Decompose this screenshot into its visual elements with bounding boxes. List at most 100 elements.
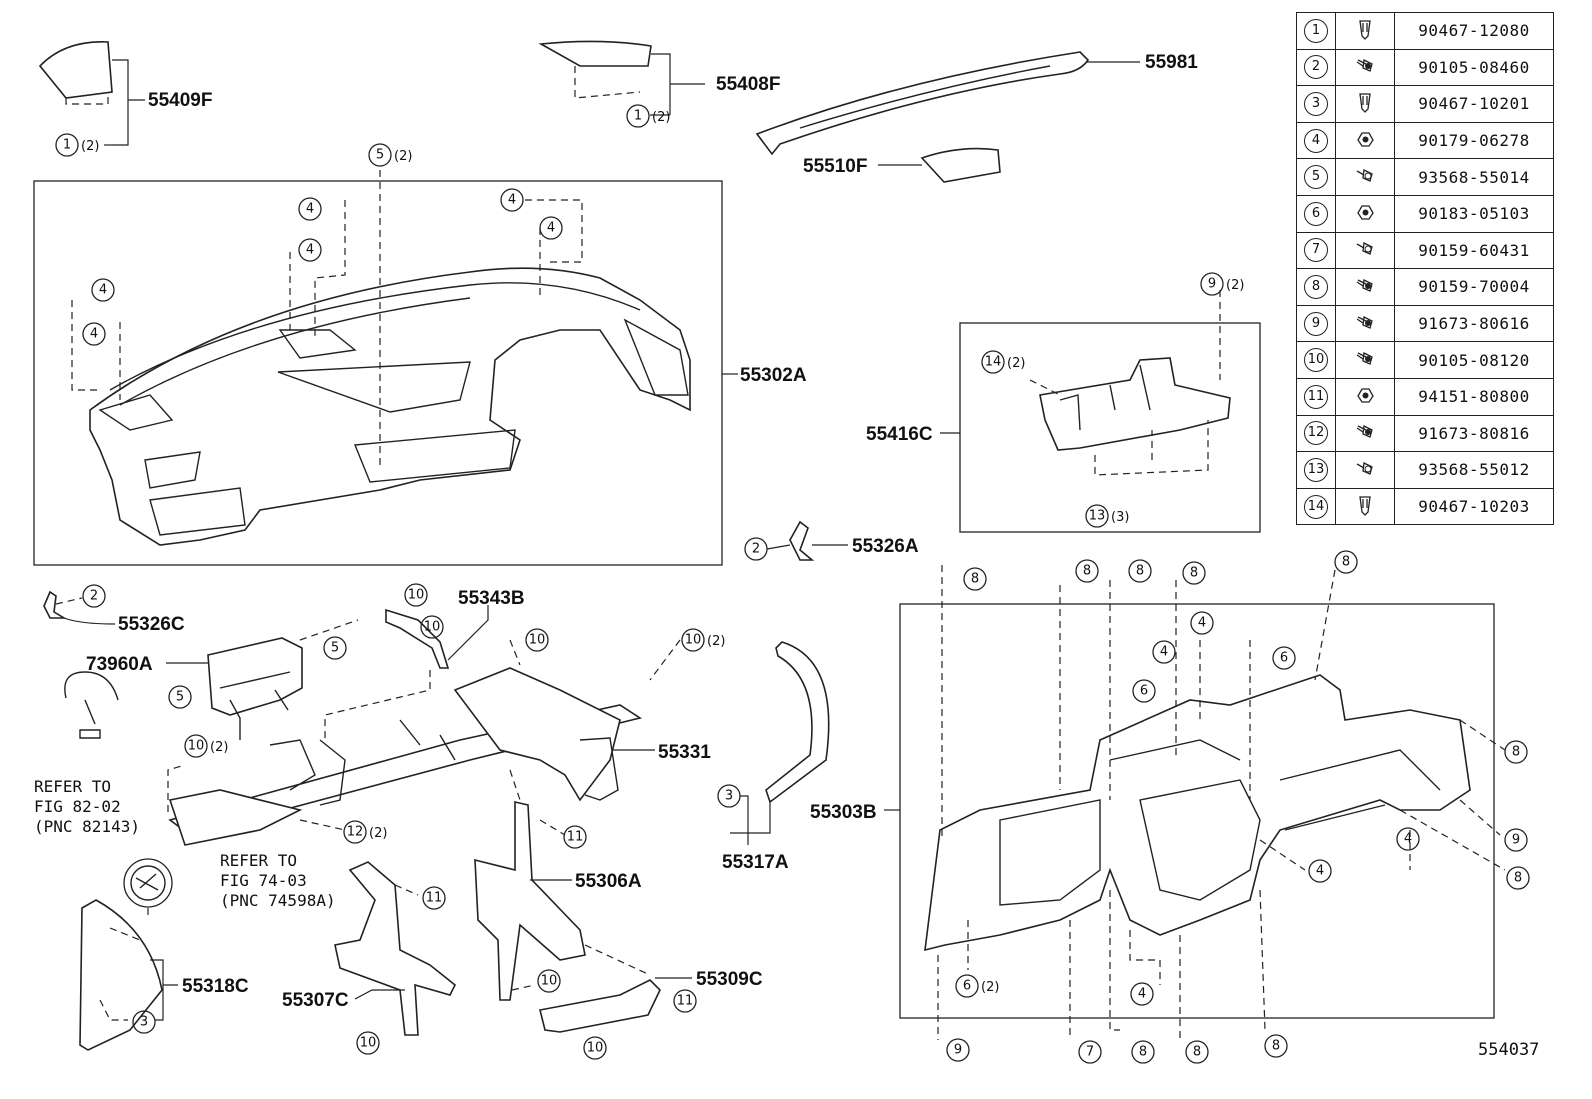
- svg-text:7: 7: [1086, 1045, 1094, 1060]
- label-55326A: 55326A: [852, 536, 919, 557]
- wire-harness-group: REFER TO FIG 82-02 (PNC 82143): [34, 671, 140, 836]
- part-55318C-shape: [79, 899, 163, 1051]
- label-73960A: 73960A: [86, 654, 153, 675]
- label-55343B: 55343B: [458, 588, 525, 609]
- part-55981-shape: [755, 51, 1090, 156]
- part-55326C-group: 2 55326C: [43, 584, 185, 635]
- bolt-icon: [1354, 347, 1376, 369]
- part-55309C-shape: [539, 979, 661, 1033]
- part-55408F-group: 55408F 1 (2): [538, 40, 780, 128]
- legend-row: 8 90159-70004: [1296, 268, 1554, 306]
- svg-text:4: 4: [99, 283, 107, 298]
- svg-text:4: 4: [306, 202, 314, 217]
- legend-number: 8: [1304, 274, 1328, 299]
- part-55409F-group: 55409F 1 (2): [38, 41, 212, 157]
- clip-icon: [1354, 91, 1376, 113]
- label-55408F: 55408F: [716, 74, 780, 95]
- part-73960A-group: 5 5 73960A: [86, 619, 359, 740]
- bolt-icon: [1354, 311, 1376, 333]
- wire-harness-shape: [64, 671, 119, 739]
- screw-icon: [1354, 457, 1376, 479]
- label-55326C: 55326C: [118, 614, 185, 635]
- legend-part-number: 94151-80800: [1394, 377, 1554, 416]
- legend-part-number: 90105-08120: [1394, 341, 1554, 379]
- svg-text:4: 4: [508, 193, 516, 208]
- legend-number: 13: [1304, 457, 1328, 482]
- legend-number: 5: [1304, 165, 1328, 190]
- part-55303B-shape: [924, 674, 1471, 952]
- svg-text:5: 5: [331, 641, 339, 656]
- svg-text:3: 3: [725, 789, 733, 804]
- frame-55303B: [899, 603, 1495, 1019]
- legend-number: 14: [1304, 494, 1328, 519]
- svg-text:(2): (2): [81, 139, 99, 154]
- svg-text:(2): (2): [1226, 278, 1244, 293]
- svg-text:8: 8: [1514, 871, 1522, 886]
- svg-text:10: 10: [529, 633, 546, 648]
- legend-part-number: 90467-10203: [1394, 487, 1554, 526]
- refer2-line1: REFER TO: [220, 851, 297, 870]
- svg-text:2: 2: [90, 589, 98, 604]
- svg-text:10: 10: [188, 739, 205, 754]
- part-55318C-group: REFER TO FIG 74-03 (PNC 74598A) 3 55318C: [79, 851, 336, 1051]
- part-55317A-group: 3 55317A: [717, 641, 830, 873]
- label-55302A: 55302A: [740, 365, 807, 386]
- svg-text:11: 11: [426, 891, 443, 906]
- svg-text:5: 5: [176, 690, 184, 705]
- svg-text:4: 4: [547, 221, 555, 236]
- part-55303B-group: 8 8 8 8 8 4 4 6 6 8 4 9 8 4 6 (2) 4 9 7 …: [810, 550, 1530, 1064]
- legend-number: 2: [1304, 55, 1328, 80]
- svg-text:4: 4: [1316, 864, 1324, 879]
- svg-text:10: 10: [360, 1036, 377, 1051]
- svg-text:(2): (2): [981, 980, 999, 995]
- refer1-line3: (PNC 82143): [34, 817, 140, 836]
- legend-part-number: 90467-10201: [1394, 85, 1554, 123]
- svg-text:8: 8: [1139, 1045, 1147, 1060]
- legend-row: 3 90467-10201: [1296, 85, 1554, 123]
- part-55408F-shape: [538, 40, 652, 67]
- svg-text:5: 5: [376, 148, 384, 163]
- svg-text:4: 4: [1138, 987, 1146, 1002]
- part-55306A-group: 11 55306A: [474, 769, 642, 1001]
- legend-number: 3: [1304, 91, 1328, 116]
- label-55331: 55331: [658, 742, 711, 763]
- part-55326A-group: 2 55326A: [744, 520, 919, 561]
- label-55981: 55981: [1145, 52, 1198, 73]
- legend-part-number: 90159-70004: [1394, 268, 1554, 306]
- legend-number: 10: [1304, 348, 1328, 373]
- svg-text:9: 9: [1208, 277, 1216, 292]
- refer-part-icon: [123, 858, 173, 908]
- legend-number: 11: [1304, 384, 1328, 409]
- refer2-line2: FIG 74-03: [220, 871, 307, 890]
- legend-part-number: 93568-55014: [1394, 158, 1554, 196]
- part-55309C-group: 10 11 10 55309C: [511, 944, 763, 1060]
- legend-part-number: 90179-06278: [1394, 121, 1554, 160]
- svg-text:10: 10: [408, 588, 425, 603]
- svg-text:10: 10: [541, 974, 558, 989]
- legend-part-number: 90183-05103: [1394, 194, 1554, 233]
- svg-text:6: 6: [1140, 684, 1148, 699]
- svg-text:1: 1: [634, 109, 642, 124]
- svg-text:4: 4: [306, 243, 314, 258]
- part-55326A-shape: [789, 520, 815, 561]
- svg-text:8: 8: [1190, 566, 1198, 581]
- svg-text:(2): (2): [210, 740, 228, 755]
- svg-text:8: 8: [1512, 745, 1520, 760]
- frame-55416C: [959, 322, 1261, 533]
- refer1-line2: FIG 82-02: [34, 797, 121, 816]
- svg-text:6: 6: [1280, 651, 1288, 666]
- svg-text:(2): (2): [652, 110, 670, 125]
- svg-text:(2): (2): [369, 826, 387, 841]
- refer1-line1: REFER TO: [34, 777, 111, 796]
- frame-55302A: [33, 180, 723, 566]
- label-55307C: 55307C: [282, 990, 349, 1011]
- legend-part-number: 91673-80816: [1394, 414, 1554, 453]
- label-55510F: 55510F: [803, 156, 867, 177]
- svg-text:(3): (3): [1111, 510, 1129, 525]
- svg-text:8: 8: [1342, 555, 1350, 570]
- screw-icon: [1354, 164, 1376, 186]
